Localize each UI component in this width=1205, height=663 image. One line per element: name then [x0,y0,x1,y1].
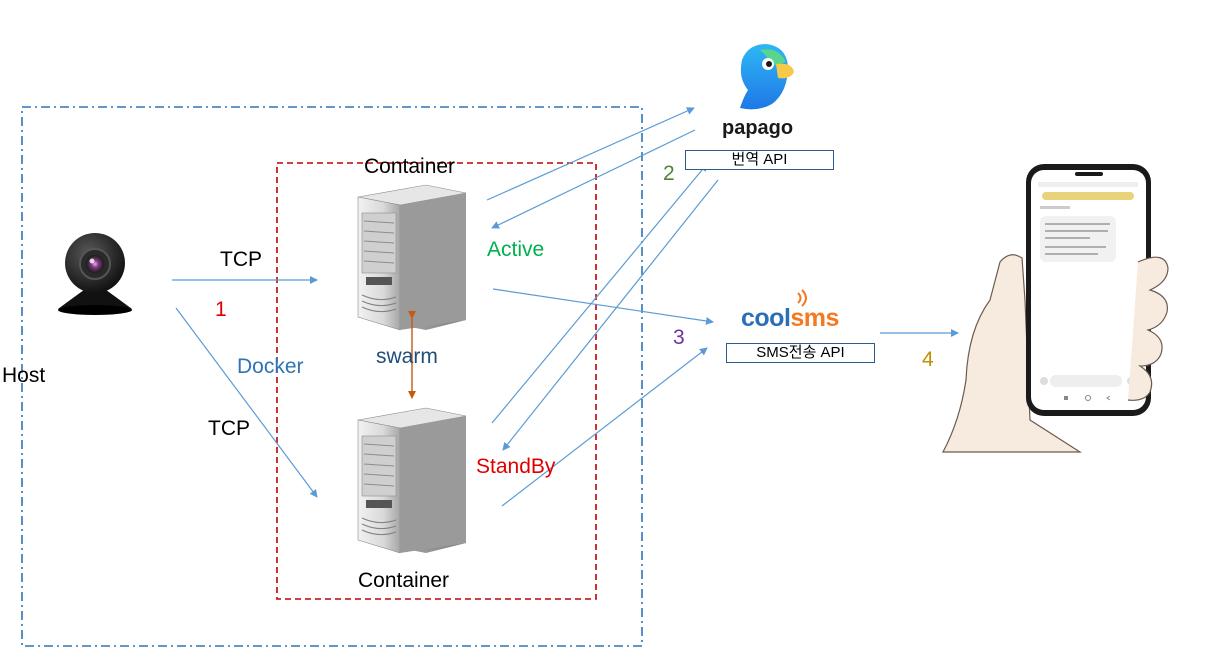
coolsms-logo: coolsms [741,306,839,331]
coolsms-logo-sms: sms [790,304,839,332]
arrow-cam-to-standby [175,307,318,498]
docker-boundary [276,162,597,600]
host-label: Host [2,364,46,387]
arrow-active-to-coolsms [492,288,714,325]
webcam-icon [58,233,132,315]
arrow-papago-to-active [491,129,696,229]
sms-api-box: SMS전송 API [726,343,875,363]
tcp-top-label: TCP [220,248,262,271]
server-icon [357,184,467,331]
step-1-label: 1 [215,298,227,321]
arrow-standby-to-papago [491,163,708,424]
docker-label: Docker [237,355,304,378]
step-2-label: 2 [663,162,675,185]
arrow-standby-to-coolsms [501,347,708,507]
container-bottom-label: Container [358,569,450,592]
coolsms-wave-icon [797,289,807,307]
step-3-label: 3 [673,326,685,349]
server-icon [357,407,467,554]
swarm-label: swarm [376,345,438,368]
coolsms-logo-cool: cool [741,304,791,332]
active-label: Active [487,238,545,261]
arrow-papago-to-standby [502,179,719,451]
step-4-label: 4 [922,348,934,371]
papago-api-box: 번역 API [685,150,834,170]
papago-parrot-icon [740,44,794,110]
tcp-bottom-label: TCP [208,417,250,440]
container-top-label: Container [364,155,456,178]
flow-arrows [172,107,959,507]
papago-logo-text: papago [722,117,794,139]
standby-label: StandBy [476,455,556,478]
smartphone-hand-icon [942,164,1169,453]
host-boundary [21,106,643,647]
arrow-active-to-papago [486,107,695,201]
